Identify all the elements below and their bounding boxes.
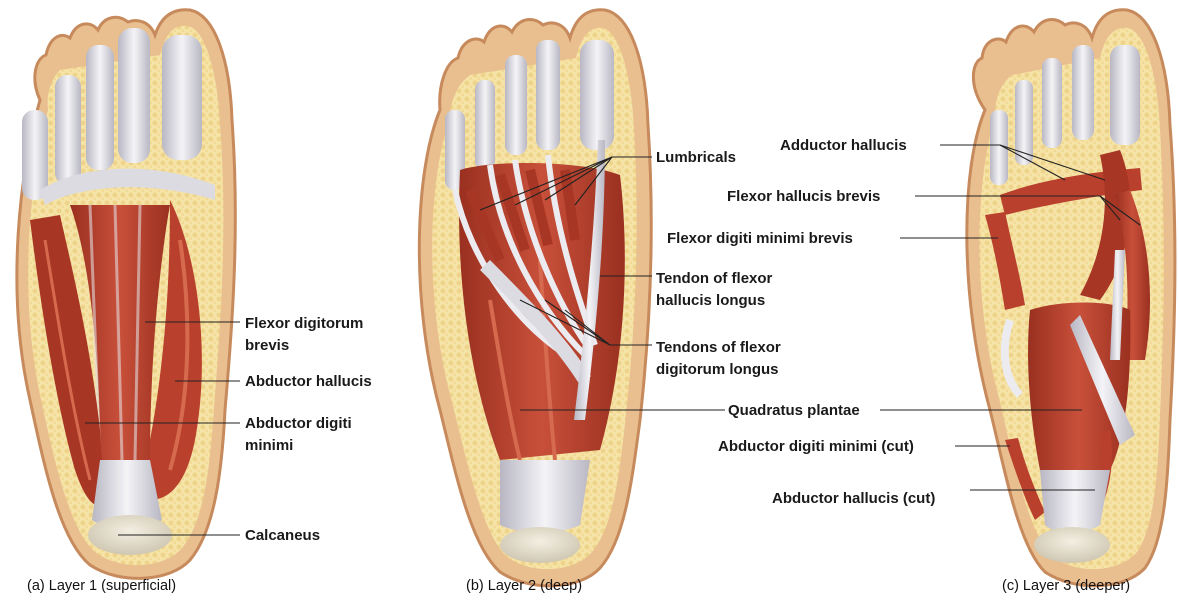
label-abductor-hallucis-cut: Abductor hallucis (cut) (772, 489, 935, 508)
label-abductor-hallucis: Abductor hallucis (245, 372, 372, 391)
plantar-aponeurosis (500, 460, 590, 533)
label-tendons-fdl-2: digitorum longus (656, 360, 778, 379)
label-flexor-hallucis-brevis: Flexor hallucis brevis (727, 187, 880, 206)
label-abductor-digiti-minimi-2: minimi (245, 436, 293, 455)
foot-layer-1 (17, 10, 235, 579)
label-flexor-digitorum-brevis-2: brevis (245, 336, 289, 355)
label-abductor-digiti-minimi-1: Abductor digiti (245, 414, 352, 433)
calcaneus-bone (500, 527, 580, 563)
label-calcaneus: Calcaneus (245, 526, 320, 545)
calcaneus-bone (1034, 527, 1110, 563)
plantar-aponeurosis (1040, 470, 1110, 533)
foot-layer-3 (967, 10, 1175, 586)
label-tendon-fhl-2: hallucis longus (656, 291, 765, 310)
label-flexor-digitorum-brevis-1: Flexor digitorum (245, 314, 363, 333)
label-quadratus-plantae: Quadratus plantae (728, 401, 860, 420)
label-lumbricals: Lumbricals (656, 148, 736, 167)
caption-layer-1: (a) Layer 1 (superficial) (27, 578, 176, 594)
label-tendon-fhl-1: Tendon of flexor (656, 269, 772, 288)
caption-layer-2: (b) Layer 2 (deep) (466, 578, 582, 594)
label-adductor-hallucis: Adductor hallucis (780, 136, 907, 155)
caption-layer-3: (c) Layer 3 (deeper) (1002, 578, 1130, 594)
foot-layer-2 (419, 10, 651, 586)
label-flexor-digiti-minimi-brevis: Flexor digiti minimi brevis (667, 229, 853, 248)
label-tendons-fdl-1: Tendons of flexor (656, 338, 781, 357)
label-abductor-digiti-minimi-cut: Abductor digiti minimi (cut) (718, 437, 914, 456)
